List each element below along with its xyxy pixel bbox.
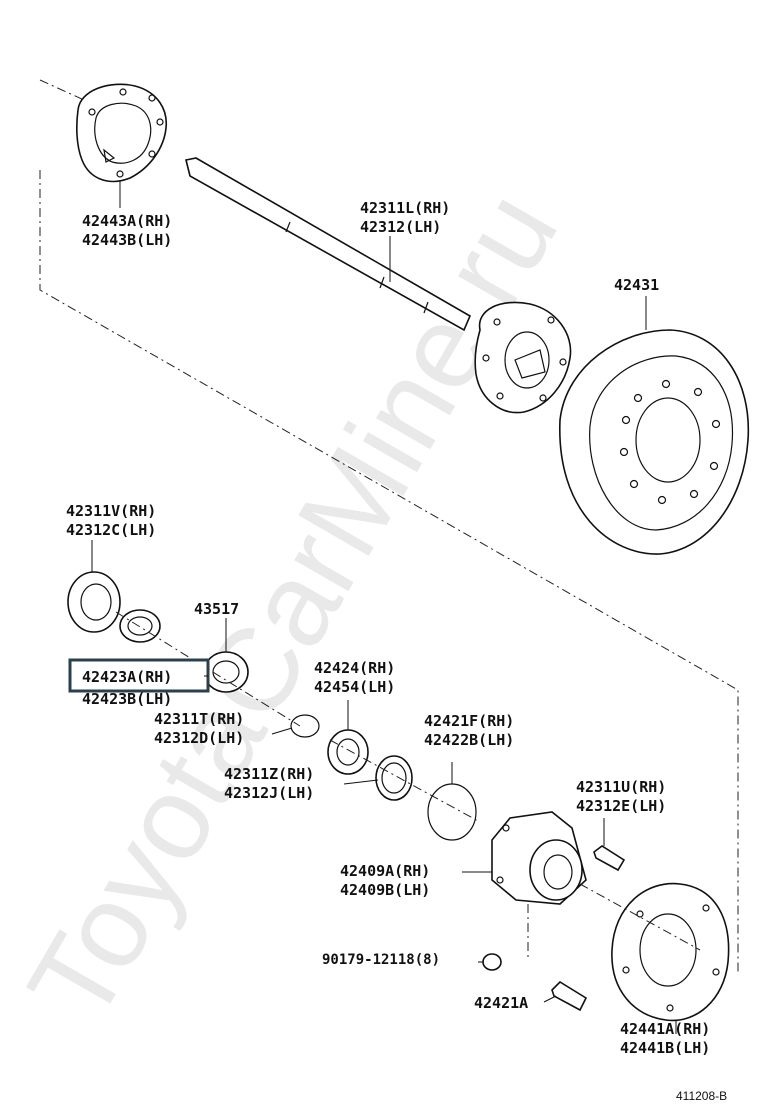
label-42409B[interactable]: 42409B(LH) bbox=[340, 881, 430, 899]
label-42422B[interactable]: 42422B(LH) bbox=[424, 731, 514, 749]
bearing[interactable] bbox=[327, 700, 369, 775]
spacer-ring[interactable] bbox=[375, 755, 413, 801]
frame-lines bbox=[39, 79, 739, 975]
dust-cover[interactable] bbox=[611, 882, 730, 1034]
label-42423A[interactable]: 42423A(RH) bbox=[82, 668, 172, 686]
label-42312C[interactable]: 42312C(LH) bbox=[66, 521, 156, 539]
hub-bolt[interactable] bbox=[593, 818, 626, 872]
label-42311U[interactable]: 42311U(RH) bbox=[576, 778, 666, 796]
oil-seal[interactable] bbox=[67, 540, 121, 633]
label-42443A[interactable]: 42443A(RH) bbox=[82, 212, 172, 230]
label-42311Z[interactable]: 42311Z(RH) bbox=[224, 765, 314, 783]
label-90179[interactable]: 90179-12118(8) bbox=[322, 952, 440, 968]
o-ring[interactable] bbox=[427, 762, 477, 841]
backing-plate-top[interactable] bbox=[76, 83, 167, 208]
label-42312J[interactable]: 42312J(LH) bbox=[224, 784, 314, 802]
brake-disc[interactable] bbox=[559, 296, 750, 555]
axle-shaft[interactable] bbox=[185, 157, 572, 414]
label-42311T[interactable]: 42311T(RH) bbox=[154, 710, 244, 728]
label-42312[interactable]: 42312(LH) bbox=[360, 218, 441, 236]
label-42312D[interactable]: 42312D(LH) bbox=[154, 729, 244, 747]
diagram-code: 411208-B bbox=[676, 1089, 727, 1103]
flange-nut[interactable] bbox=[482, 953, 502, 971]
label-42409A[interactable]: 42409A(RH) bbox=[340, 862, 430, 880]
label-42423B[interactable]: 42423B(LH) bbox=[82, 690, 172, 708]
label-42421F[interactable]: 42421F(RH) bbox=[424, 712, 514, 730]
label-42441A[interactable]: 42441A(RH) bbox=[620, 1020, 710, 1038]
label-42421A[interactable]: 42421A bbox=[474, 994, 528, 1012]
label-42424[interactable]: 42424(RH) bbox=[314, 659, 395, 677]
snap-ring-inner[interactable] bbox=[290, 714, 320, 738]
label-42311L[interactable]: 42311L(RH) bbox=[360, 199, 450, 217]
label-42454[interactable]: 42454(LH) bbox=[314, 678, 395, 696]
label-42431[interactable]: 42431 bbox=[614, 276, 659, 294]
label-42311V[interactable]: 42311V(RH) bbox=[66, 502, 156, 520]
part-labels: 42443A(RH) 42443B(LH) 42311L(RH) 42312(L… bbox=[66, 199, 727, 1103]
hub-bearing[interactable] bbox=[462, 811, 587, 960]
label-42312E[interactable]: 42312E(LH) bbox=[576, 797, 666, 815]
label-43517[interactable]: 43517 bbox=[194, 600, 239, 618]
label-42441B[interactable]: 42441B(LH) bbox=[620, 1039, 710, 1057]
label-42443B[interactable]: 42443B(LH) bbox=[82, 231, 172, 249]
wheel-bolt[interactable] bbox=[543, 980, 588, 1012]
bearing-ring[interactable] bbox=[119, 609, 161, 643]
